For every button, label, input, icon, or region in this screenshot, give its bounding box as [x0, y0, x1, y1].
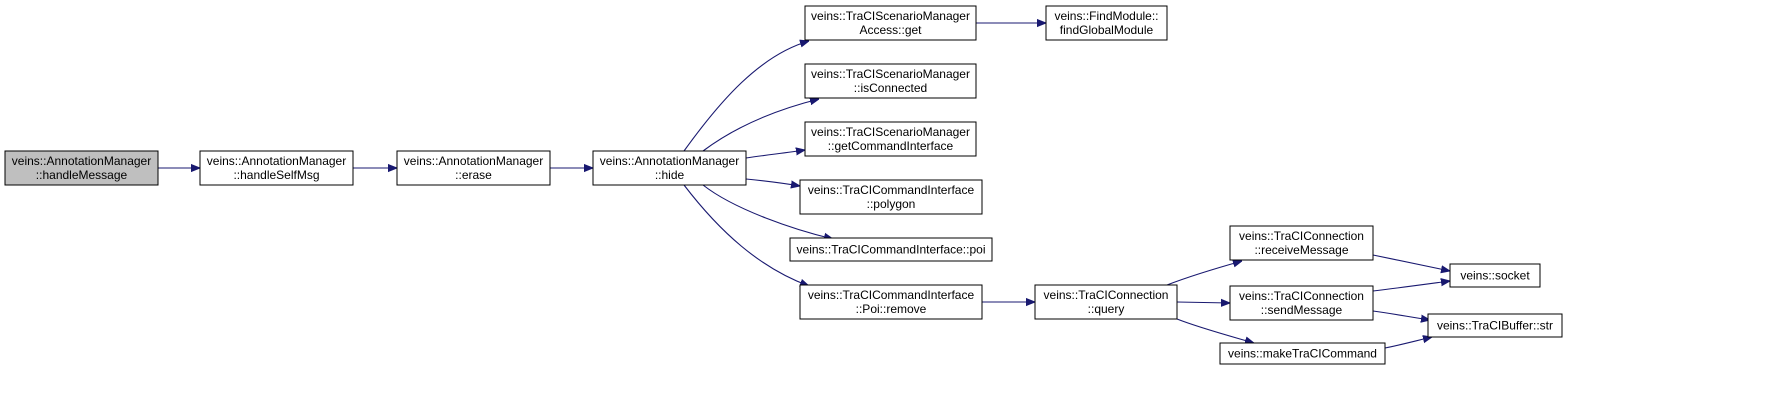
edge-maketracicommand-to-tracibuffer-str	[1384, 337, 1432, 349]
node-box[interactable]	[789, 237, 993, 262]
node-label-line: veins::TraCIBuffer::str	[1437, 319, 1553, 333]
node-label-line: ::query	[1088, 302, 1125, 316]
node-box[interactable]	[799, 179, 983, 215]
node-box[interactable]	[804, 63, 977, 99]
edge-traciconnection-sendmessage-to-socket	[1372, 281, 1450, 292]
node-label-line: veins::TraCIConnection	[1239, 289, 1364, 303]
node-box[interactable]	[1449, 263, 1541, 288]
node-label-line: ::getCommandInterface	[828, 139, 954, 153]
node-label-line: Access::get	[859, 23, 922, 37]
node-tracibuffer-str[interactable]: veins::TraCIBuffer::str	[1427, 313, 1563, 338]
node-box[interactable]	[804, 5, 977, 41]
node-label-line: veins::AnnotationManager	[12, 154, 151, 168]
node-label-line: veins::TraCICommandInterface	[808, 288, 975, 302]
node-box[interactable]	[592, 150, 747, 186]
node-box[interactable]	[4, 150, 159, 186]
node-box[interactable]	[1219, 342, 1386, 365]
node-maketracicommand[interactable]: veins::makeTraCICommand	[1219, 342, 1386, 365]
node-label-line: ::receiveMessage	[1254, 243, 1348, 257]
edge-annotationmanager-hide-to-traciscenariomanager-isconnected	[702, 99, 819, 152]
edge-annotationmanager-hide-to-tracicommandinterface-poi	[702, 184, 833, 239]
node-label-line: veins::makeTraCICommand	[1228, 347, 1377, 361]
node-box[interactable]	[804, 121, 977, 157]
node-tracicommandinterface-poi[interactable]: veins::TraCICommandInterface::poi	[789, 237, 993, 262]
node-annotationmanager-handleselfmsg[interactable]: veins::AnnotationManager::handleSelfMsg	[199, 150, 354, 186]
node-box[interactable]	[1229, 285, 1374, 321]
node-label-line: veins::FindModule::	[1054, 9, 1158, 23]
edges-layer	[158, 23, 1450, 349]
edge-traciconnection-query-to-traciconnection-sendmessage	[1176, 302, 1230, 303]
node-traciconnection-sendmessage[interactable]: veins::TraCIConnection::sendMessage	[1229, 285, 1374, 321]
node-label-line: ::handleMessage	[36, 168, 128, 182]
node-label-line: findGlobalModule	[1060, 23, 1154, 37]
edge-traciconnection-receivemessage-to-socket	[1372, 254, 1450, 271]
node-label-line: ::sendMessage	[1261, 303, 1343, 317]
edge-annotationmanager-hide-to-tracicommandinterface-polygon	[745, 178, 800, 186]
node-label-line: ::handleSelfMsg	[233, 168, 319, 182]
node-label-line: veins::TraCIScenarioManager	[811, 125, 970, 139]
node-traciconnection-query[interactable]: veins::TraCIConnection::query	[1034, 284, 1178, 320]
node-box[interactable]	[396, 150, 551, 186]
node-label-line: ::Poi::remove	[856, 302, 927, 316]
node-annotationmanager-handlemessage[interactable]: veins::AnnotationManager::handleMessage	[4, 150, 159, 186]
node-label-line: veins::TraCICommandInterface	[808, 183, 975, 197]
node-box[interactable]	[1229, 225, 1374, 261]
node-annotationmanager-hide[interactable]: veins::AnnotationManager::hide	[592, 150, 747, 186]
node-annotationmanager-erase[interactable]: veins::AnnotationManager::erase	[396, 150, 551, 186]
node-traciscenariomanager-getcommandinterface[interactable]: veins::TraCIScenarioManager::getCommandI…	[804, 121, 977, 157]
node-traciscenariomanager-isconnected[interactable]: veins::TraCIScenarioManager::isConnected	[804, 63, 977, 99]
nodes-layer: veins::AnnotationManager::handleMessagev…	[4, 5, 1563, 365]
node-label-line: veins::TraCIScenarioManager	[811, 9, 970, 23]
node-traciconnection-receivemessage[interactable]: veins::TraCIConnection::receiveMessage	[1229, 225, 1374, 261]
node-socket[interactable]: veins::socket	[1449, 263, 1541, 288]
edge-traciconnection-sendmessage-to-tracibuffer-str	[1372, 310, 1430, 320]
edge-annotationmanager-hide-to-traciscenariomanageraccess-get	[683, 41, 809, 152]
node-box[interactable]	[1427, 313, 1563, 338]
node-label-line: veins::socket	[1460, 269, 1530, 283]
node-label-line: veins::TraCIScenarioManager	[811, 67, 970, 81]
node-label-line: veins::TraCIConnection	[1044, 288, 1169, 302]
node-box[interactable]	[199, 150, 354, 186]
node-box[interactable]	[1034, 284, 1178, 320]
node-label-line: ::erase	[455, 168, 492, 182]
edge-traciconnection-query-to-maketracicommand	[1176, 318, 1254, 343]
edge-annotationmanager-hide-to-tracicommandinterface-poi-remove	[683, 184, 809, 286]
node-label-line: veins::AnnotationManager	[600, 154, 739, 168]
edge-traciconnection-query-to-traciconnection-receivemessage	[1166, 261, 1242, 286]
node-label-line: veins::TraCIConnection	[1239, 229, 1364, 243]
node-label-line: ::hide	[655, 168, 685, 182]
node-findmodule-findglobalmodule[interactable]: veins::FindModule::findGlobalModule	[1045, 5, 1168, 41]
node-tracicommandinterface-poi-remove[interactable]: veins::TraCICommandInterface::Poi::remov…	[799, 284, 983, 320]
node-box[interactable]	[799, 284, 983, 320]
node-tracicommandinterface-polygon[interactable]: veins::TraCICommandInterface::polygon	[799, 179, 983, 215]
node-label-line: ::polygon	[867, 197, 916, 211]
node-label-line: veins::AnnotationManager	[404, 154, 543, 168]
node-box[interactable]	[1045, 5, 1168, 41]
node-label-line: veins::TraCICommandInterface::poi	[797, 243, 986, 257]
edge-annotationmanager-hide-to-traciscenariomanager-getcommandinterface	[745, 150, 805, 159]
node-label-line: veins::AnnotationManager	[207, 154, 346, 168]
node-label-line: ::isConnected	[854, 81, 927, 95]
